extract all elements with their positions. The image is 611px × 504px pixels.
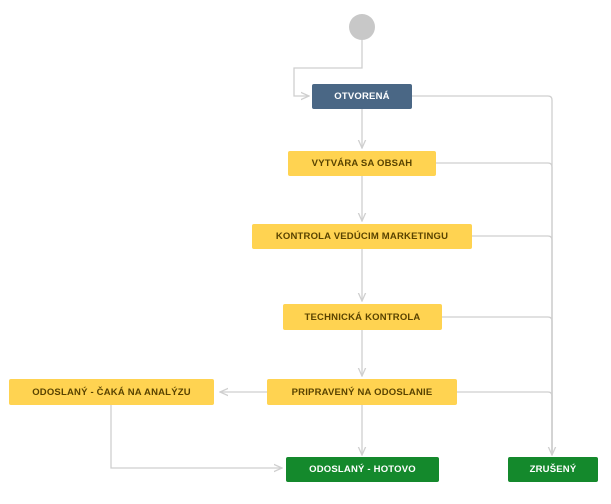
- start-node[interactable]: [349, 14, 375, 40]
- transition-technicka-to-zruseny: [442, 316, 553, 455]
- status-zruseny[interactable]: ZRUŠENÝ: [508, 457, 598, 482]
- status-kontrola-veducim-marketingu[interactable]: KONTROLA VEDÚCIM MARKETINGU: [252, 224, 472, 249]
- transition-start-to-otvorena: [293, 40, 363, 96]
- status-pripraveny-na-odoslanie[interactable]: PRIPRAVENÝ NA ODOSLANIE: [267, 379, 457, 405]
- status-odoslany-hotovo[interactable]: ODOSLANÝ - HOTOVO: [286, 457, 439, 482]
- status-otvorena[interactable]: OTVORENÁ: [312, 84, 412, 109]
- transition-pripraveny-to-zruseny: [457, 391, 553, 455]
- status-odoslany-caka-na-analyzu[interactable]: ODOSLANÝ - ČAKÁ NA ANALÝZU: [9, 379, 214, 405]
- transition-caka-to-hotovo: [110, 405, 282, 468]
- transition-otvorena-to-zruseny: [412, 95, 552, 455]
- status-technicka-kontrola[interactable]: TECHNICKÁ KONTROLA: [283, 304, 442, 330]
- transition-vytvara-to-zruseny: [436, 162, 553, 455]
- status-vytvara-sa-obsah[interactable]: VYTVÁRA SA OBSAH: [288, 151, 436, 176]
- transition-kontrola-to-zruseny: [472, 235, 553, 455]
